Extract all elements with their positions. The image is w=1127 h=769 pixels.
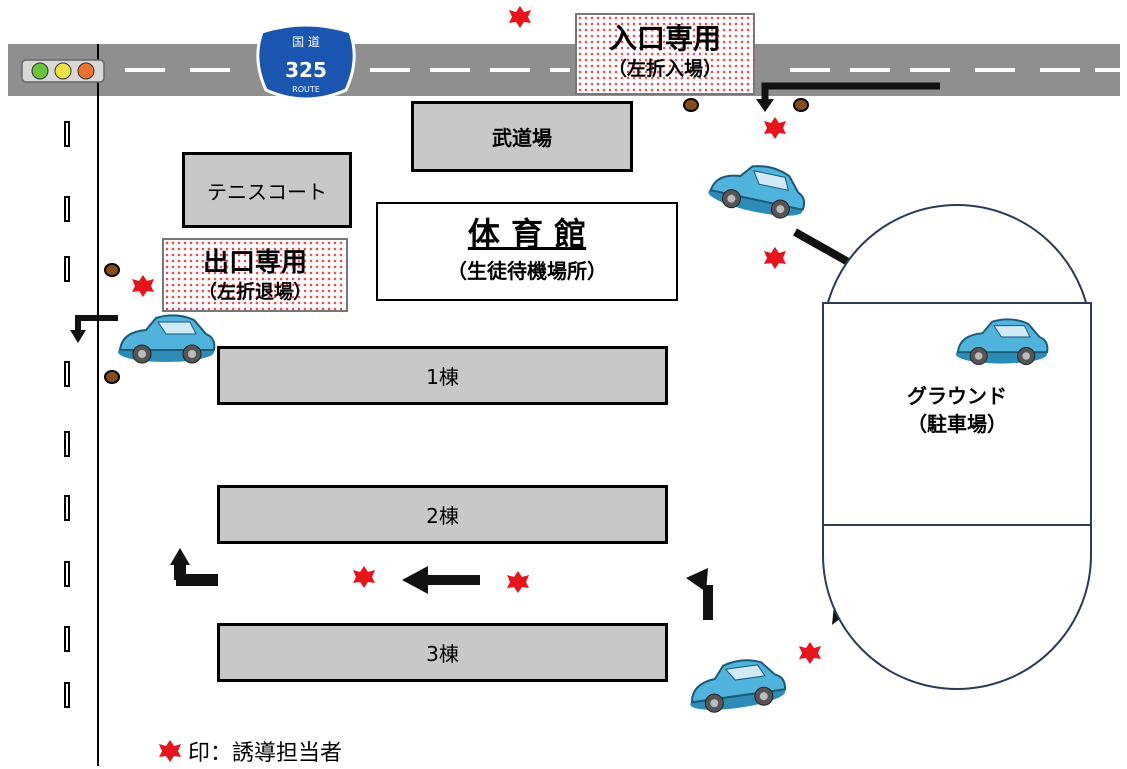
- budojo-building: 武道場: [411, 101, 633, 172]
- entrance-sign: 入口専用 （左折入場）: [575, 13, 755, 95]
- car-icon: [117, 314, 216, 364]
- route-shield-number: 325: [285, 58, 327, 82]
- exit-arrow-icon: [75, 315, 118, 332]
- exit-sign-title: 出口専用: [202, 248, 307, 278]
- turn-arrow-up-right-icon: [686, 568, 713, 620]
- turn-arrow-up-left-icon: [170, 548, 218, 586]
- ground-label: グラウンド （駐車場）: [822, 382, 1092, 438]
- route-shield-bottom-label: ROUTE: [292, 85, 320, 94]
- gym-subtitle: （生徒待機場所）: [447, 259, 607, 283]
- tennis-court: テニスコート: [182, 152, 352, 228]
- tennis-court-label: テニスコート: [207, 179, 327, 204]
- exit-sign: 出口専用 （左折退場）: [162, 238, 348, 312]
- entrance-sign-title: 入口専用: [608, 22, 721, 55]
- legend: 印：誘導担当者: [158, 735, 342, 767]
- road-center-dashes: [125, 68, 1120, 72]
- ground-subtitle: （駐車場）: [907, 412, 1007, 436]
- traffic-cone-icon: [104, 98, 809, 384]
- gym-title: 体 育 館: [467, 215, 587, 253]
- flow-arrow-left-icon: [402, 566, 480, 594]
- building-3: 3棟: [217, 623, 668, 682]
- budojo-label: 武道場: [492, 126, 552, 150]
- building-1-label: 1棟: [426, 365, 459, 389]
- building-2-label: 2棟: [426, 504, 459, 528]
- car-icon: [705, 154, 812, 224]
- building-1: 1棟: [217, 346, 668, 405]
- legend-text: 印：誘導担当者: [188, 741, 343, 766]
- side-road-dashes: [64, 121, 70, 708]
- car-icon: [684, 653, 789, 717]
- side-road-edge: [97, 44, 99, 766]
- ground-field: [822, 302, 1092, 526]
- exit-sign-subtitle: （左折退場）: [197, 281, 312, 303]
- traffic-light-icon: [21, 59, 105, 83]
- ground-title: グラウンド: [907, 384, 1007, 408]
- building-2: 2棟: [217, 485, 668, 544]
- route-325-shield-icon: 国 道 325 ROUTE: [256, 23, 356, 101]
- car-icon: [954, 318, 1049, 366]
- building-3-label: 3棟: [426, 642, 459, 666]
- gymnasium: 体 育 館 （生徒待機場所）: [376, 202, 678, 301]
- entrance-sign-subtitle: （左折入場）: [607, 58, 722, 80]
- entry-arrow-icon: [761, 82, 940, 100]
- route-shield-top-label: 国 道: [292, 35, 320, 49]
- guide-staff-marker-icon: [159, 740, 181, 762]
